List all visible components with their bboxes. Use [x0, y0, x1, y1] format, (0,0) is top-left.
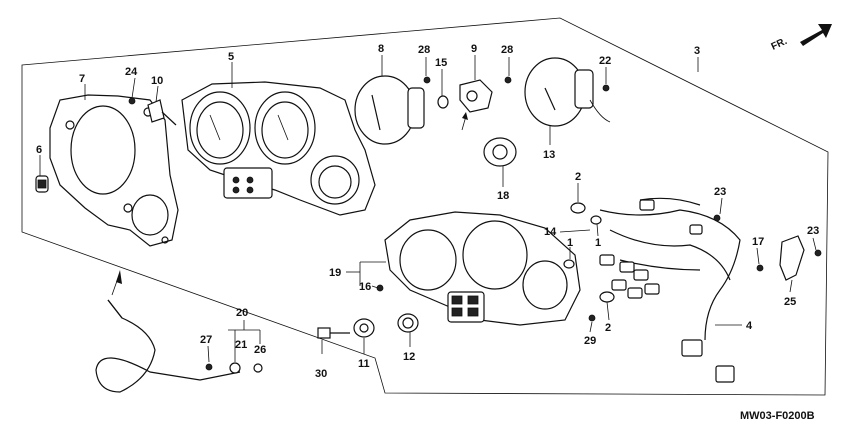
callout-25: 25: [784, 296, 796, 308]
part-tachometer: [354, 75, 425, 145]
callout-28-left: 28: [418, 44, 430, 56]
part-screw-23-a: [713, 214, 721, 222]
callout-20: 20: [236, 307, 248, 319]
part-bolt-30: [317, 327, 350, 339]
assembly-boundary: [21, 17, 829, 396]
callout-4: 4: [746, 320, 753, 332]
callout-8: 8: [378, 43, 384, 55]
callout-30: 30: [315, 368, 327, 380]
callout-22: 22: [599, 55, 611, 67]
callout-3: 3: [694, 45, 700, 57]
part-bulb-1-a: [590, 215, 602, 225]
callout-18: 18: [497, 190, 509, 202]
part-bracket-9: [459, 79, 493, 131]
part-screw-29: [588, 314, 596, 322]
leader-lines: [39, 55, 817, 363]
part-screw-28-b: [504, 76, 512, 84]
callout-15: 15: [435, 57, 447, 69]
part-screw-23-b: [814, 249, 822, 257]
part-screw-22: [602, 84, 610, 92]
part-lower-case: [384, 211, 581, 326]
callout-23-right: 23: [807, 225, 819, 237]
part-bulb-2-a: [570, 202, 586, 214]
callout-24: 24: [125, 66, 138, 78]
part-bulb-1-b: [563, 259, 575, 269]
part-bulb-socket-12: [397, 313, 419, 333]
part-socket-18: [483, 137, 517, 167]
callout-12: 12: [403, 351, 415, 363]
part-speedometer: [524, 57, 611, 127]
part-speedometer-cable: [95, 270, 263, 393]
callout-2-top: 2: [575, 171, 581, 183]
callout-1-right: 1: [595, 237, 601, 249]
part-wire-harness: [599, 197, 741, 383]
callout-13: 13: [543, 149, 555, 161]
fr-label: FR.: [770, 36, 789, 53]
front-direction-arrow: FR.: [770, 24, 832, 53]
callout-29: 29: [584, 335, 596, 347]
callout-14: 14: [544, 226, 557, 238]
callout-11: 11: [358, 358, 370, 370]
diagram-code: MW03-F0200B: [740, 410, 815, 422]
callout-5: 5: [228, 51, 234, 63]
callout-27: 27: [200, 334, 212, 346]
callout-6: 6: [36, 144, 42, 156]
callout-23-top: 23: [714, 186, 726, 198]
part-screw-17: [756, 264, 764, 272]
part-gasket-plate: [49, 94, 179, 247]
callout-19: 19: [329, 267, 341, 279]
part-bulb-2-b: [599, 291, 615, 303]
callout-2-bottom: 2: [605, 322, 611, 334]
callout-10: 10: [151, 75, 163, 87]
callout-17: 17: [752, 236, 764, 248]
callout-1-left: 1: [567, 237, 573, 249]
part-collar-11: [353, 318, 375, 338]
callout-21: 21: [235, 339, 247, 351]
callout-28-right: 28: [501, 44, 513, 56]
callout-7: 7: [79, 73, 85, 85]
callout-9: 9: [471, 43, 477, 55]
callout-16: 16: [359, 281, 371, 293]
callout-26: 26: [254, 344, 266, 356]
part-washer-15: [437, 95, 449, 109]
part-screw-24: [128, 97, 136, 105]
part-bracket-25: [779, 235, 805, 281]
part-screw-28-a: [423, 76, 431, 84]
part-meter-case: [181, 81, 376, 216]
part-grommet: [35, 175, 49, 193]
